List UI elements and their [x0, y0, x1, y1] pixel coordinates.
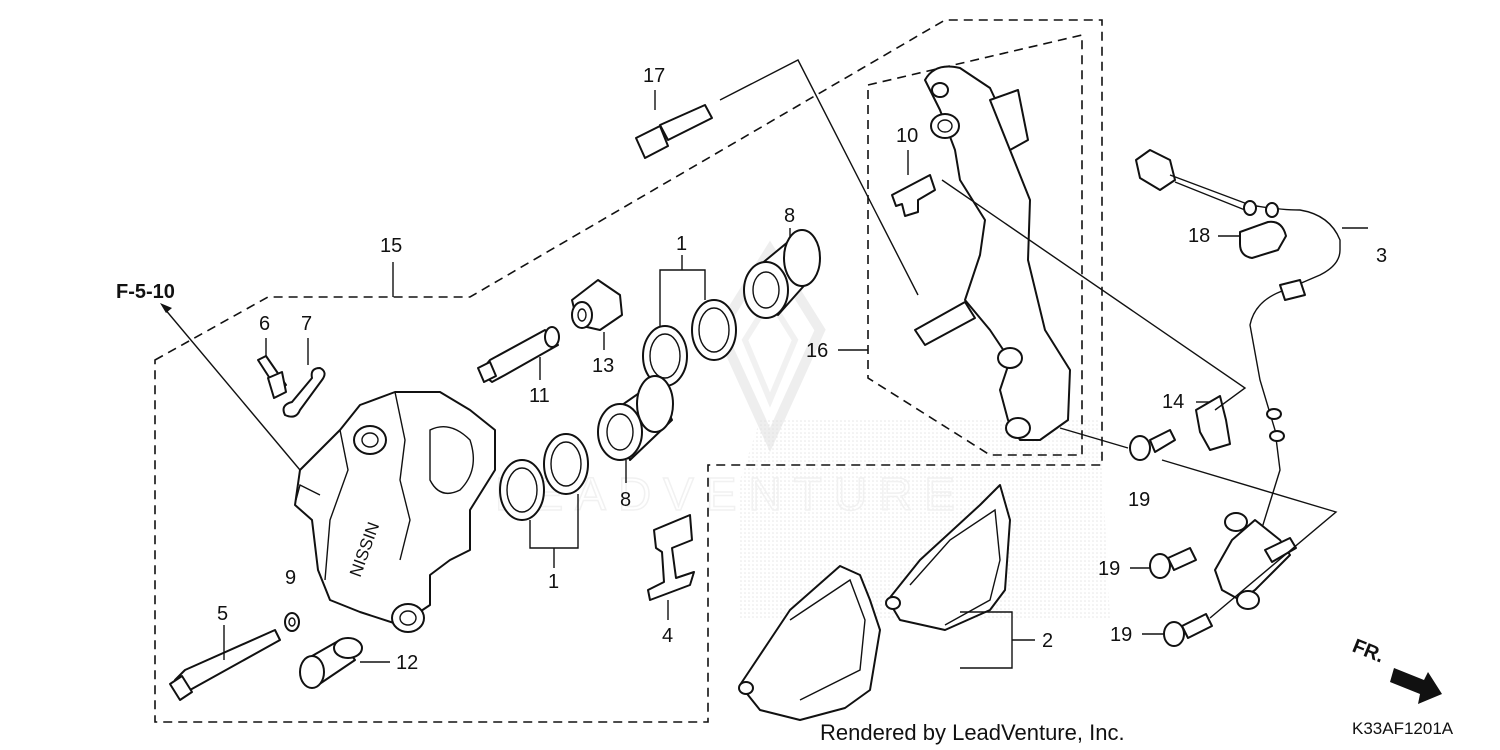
callout-1-top: 1	[676, 233, 687, 255]
bolt-17-leader	[719, 59, 919, 296]
front-direction-arrow: FR.	[1349, 635, 1442, 704]
bracket-leader	[1059, 427, 1129, 449]
caliper-bracket	[914, 65, 1071, 441]
wheel-speed-sensor	[1135, 149, 1368, 610]
cable-clamp	[1218, 220, 1287, 259]
callout-19-c: 19	[1110, 624, 1132, 646]
callout-2: 2	[1042, 630, 1053, 652]
callout-8-top: 8	[784, 205, 795, 227]
direction-label: FR.	[1349, 635, 1387, 667]
caliper-assembly-boundary	[154, 19, 1103, 723]
washer	[284, 612, 300, 632]
piston-upper	[743, 228, 821, 319]
reference-label: F-5-10	[116, 281, 175, 303]
bolt-19-c	[1142, 613, 1213, 647]
callout-19-b: 19	[1098, 558, 1120, 580]
callout-11: 11	[529, 385, 550, 407]
callout-16: 16	[806, 340, 828, 362]
callout-4: 4	[662, 625, 673, 647]
reference-arrow	[160, 303, 301, 471]
callout-14: 14	[1162, 391, 1184, 413]
bolt-19-a	[1129, 429, 1176, 461]
callout-19-a: 19	[1128, 489, 1150, 511]
pad-retainer	[891, 150, 936, 217]
callout-5: 5	[217, 603, 228, 625]
callout-3: 3	[1376, 245, 1387, 267]
slide-pin	[477, 326, 560, 383]
piston-seals-upper	[642, 255, 737, 387]
callout-15: 15	[380, 235, 402, 257]
brake-pads	[738, 484, 1035, 721]
clip-leader	[941, 179, 1247, 411]
callout-9: 9	[285, 567, 296, 589]
callout-17: 17	[643, 65, 665, 87]
callout-6: 6	[259, 313, 270, 335]
callout-8-bottom: 8	[620, 489, 631, 511]
bleeder-cap	[282, 338, 326, 418]
footer-credit: Rendered by LeadVenture, Inc.	[820, 720, 1125, 745]
slide-pin-boot	[571, 279, 623, 350]
callout-1-bottom: 1	[548, 571, 559, 593]
part-code: K33AF1201A	[1352, 719, 1454, 738]
callout-7: 7	[301, 313, 312, 335]
caliper-body: NISSIN	[294, 391, 496, 633]
callout-12: 12	[396, 652, 418, 674]
sensor-clamp	[1195, 395, 1231, 451]
bracket-assembly-boundary	[867, 33, 1083, 456]
callout-18: 18	[1188, 225, 1210, 247]
piston-lower	[597, 375, 674, 483]
piston-seals-lower	[499, 433, 589, 568]
bolt-19-b	[1130, 547, 1197, 579]
bleed-screw	[257, 338, 287, 399]
callout-10: 10	[896, 125, 918, 147]
pin-boot	[299, 637, 390, 689]
pad-spring	[647, 514, 695, 620]
bolt-17	[635, 90, 713, 159]
callout-13: 13	[592, 355, 614, 377]
pin-bolt	[169, 625, 281, 701]
sensor-bolt-leader	[1161, 459, 1338, 619]
